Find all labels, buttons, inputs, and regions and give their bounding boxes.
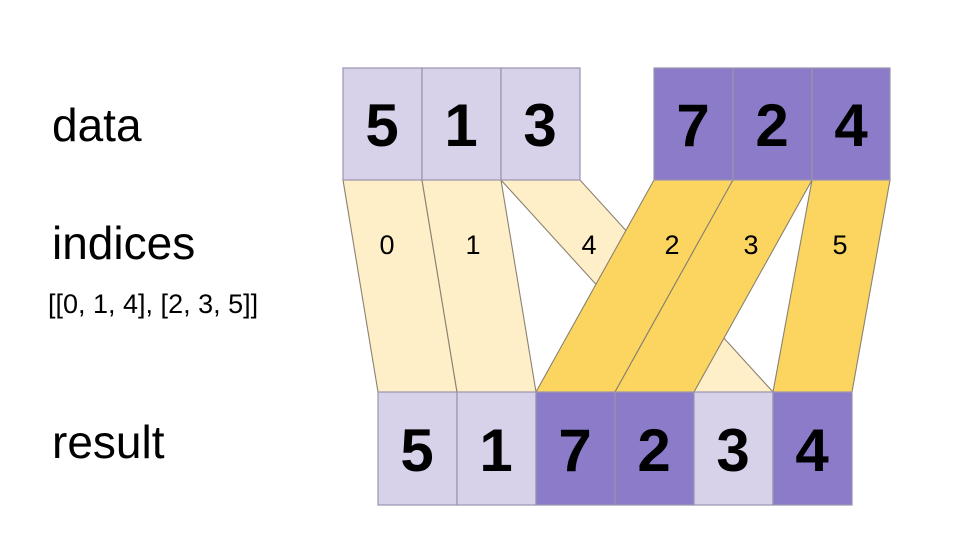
data-cell-value-5: 4 bbox=[834, 92, 868, 159]
result-cell-value-4: 3 bbox=[716, 417, 749, 484]
data-cell-4 bbox=[732, 67, 813, 181]
label-result: result bbox=[52, 416, 165, 468]
result-cell-value-2: 7 bbox=[558, 417, 591, 484]
result-cell-1 bbox=[456, 391, 537, 506]
ribbon-label-1: 1 bbox=[465, 230, 480, 260]
data-cell-value-1: 1 bbox=[444, 92, 477, 159]
ribbon-label-0: 0 bbox=[379, 230, 394, 260]
result-row: 5 1 7 2 3 4 bbox=[377, 391, 853, 506]
ribbon-label-5: 5 bbox=[832, 230, 847, 260]
result-cell-3 bbox=[614, 391, 695, 506]
data-cell-value-4: 2 bbox=[755, 92, 788, 159]
result-cell-5 bbox=[772, 391, 853, 506]
label-data: data bbox=[52, 99, 142, 151]
data-cell-value-2: 3 bbox=[523, 92, 556, 159]
result-cell-value-5: 4 bbox=[795, 417, 829, 484]
label-indices-values: [[0, 1, 4], [2, 3, 5]] bbox=[48, 289, 258, 319]
result-cell-0 bbox=[377, 391, 458, 506]
data-cell-value-3: 7 bbox=[676, 92, 709, 159]
result-cell-2 bbox=[535, 391, 616, 506]
data-row: 5 1 3 7 2 4 bbox=[342, 67, 891, 181]
ribbon-label-2: 4 bbox=[581, 230, 596, 260]
label-indices: indices bbox=[52, 217, 195, 269]
ribbon-label-4: 3 bbox=[743, 230, 758, 260]
ribbon-layer bbox=[342, 179, 891, 393]
data-cell-2 bbox=[500, 67, 581, 181]
result-cell-value-1: 1 bbox=[479, 417, 512, 484]
ribbon-label-layer: 0 1 4 2 3 5 bbox=[379, 230, 847, 260]
ribbon-label-3: 2 bbox=[664, 230, 679, 260]
result-cell-value-3: 2 bbox=[637, 417, 670, 484]
result-cell-value-0: 5 bbox=[400, 417, 433, 484]
result-cell-4 bbox=[693, 391, 774, 506]
data-cell-5 bbox=[811, 67, 891, 181]
row-label-layer: data indices [[0, 1, 4], [2, 3, 5]] resu… bbox=[48, 99, 258, 468]
data-cell-value-0: 5 bbox=[365, 92, 398, 159]
